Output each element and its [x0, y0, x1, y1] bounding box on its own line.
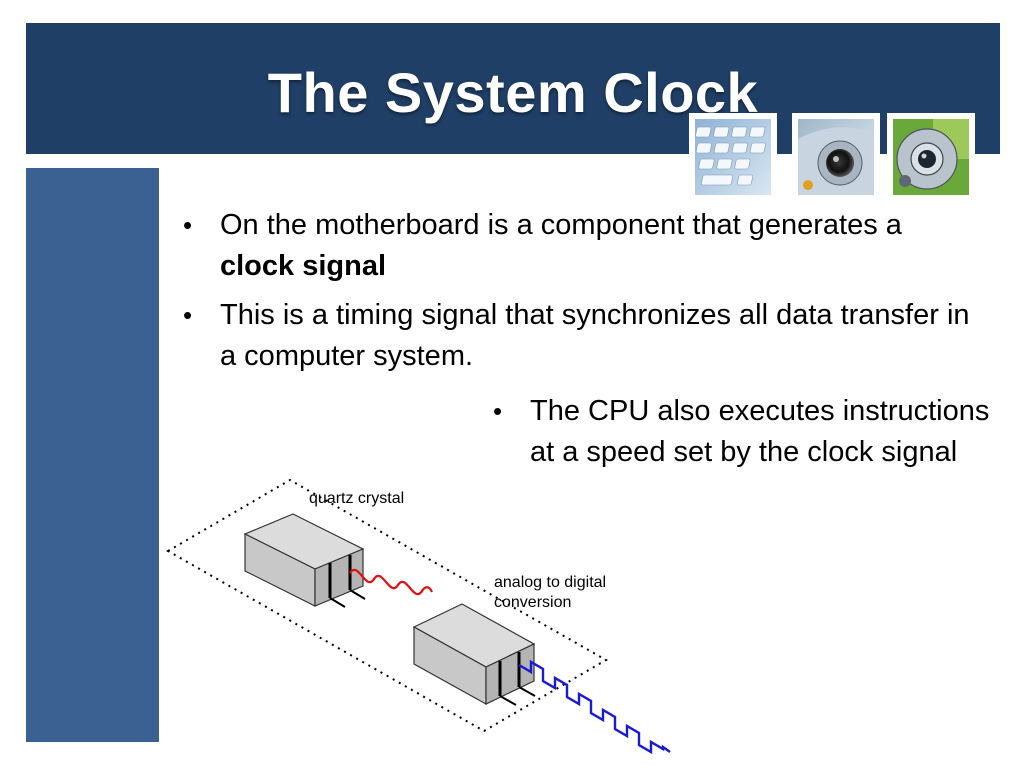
bullet-bold-text: clock signal [220, 250, 387, 282]
keyboard-thumbnail [689, 113, 777, 201]
webcam-photo-icon [798, 119, 874, 195]
conversion-label-line2: conversion [494, 594, 571, 611]
bullet-item: • The CPU also executes instructions at … [493, 391, 990, 473]
title-bar: The System Clock [26, 23, 1000, 154]
bullet-dot-icon: • [183, 300, 193, 330]
analog-wave [349, 568, 434, 596]
digital-square-wave [518, 659, 671, 755]
bullet-text: The CPU also executes instructions at a … [530, 395, 990, 468]
keyboard-photo-icon [695, 119, 771, 195]
bullet-dot-icon: • [493, 396, 503, 426]
secondary-bullet-list: • The CPU also executes instructions at … [493, 391, 990, 481]
bullet-item: • On the motherboard is a component that… [183, 205, 980, 287]
quartz-crystal-box [243, 513, 366, 608]
camera-lens-photo-icon [893, 119, 969, 195]
lens-thumbnail [887, 113, 975, 201]
clock-circuit-diagram: quartz crystal analog to digital convers… [165, 478, 671, 755]
bullet-text: On the motherboard is a component that g… [220, 209, 902, 241]
main-bullet-list: • On the motherboard is a component that… [183, 205, 980, 385]
bullet-item: • This is a timing signal that synchroni… [183, 295, 980, 377]
dotted-enclosure [165, 478, 609, 733]
webcam-thumbnail [792, 113, 880, 201]
bullet-text: This is a timing signal that synchronize… [220, 299, 970, 372]
side-accent-bar [26, 168, 159, 742]
converter-box [412, 603, 536, 706]
slide-title: The System Clock [267, 61, 759, 124]
conversion-label-line1: analog to digital [494, 574, 606, 591]
bullet-dot-icon: • [183, 210, 193, 240]
quartz-crystal-label: quartz crystal [309, 490, 404, 507]
